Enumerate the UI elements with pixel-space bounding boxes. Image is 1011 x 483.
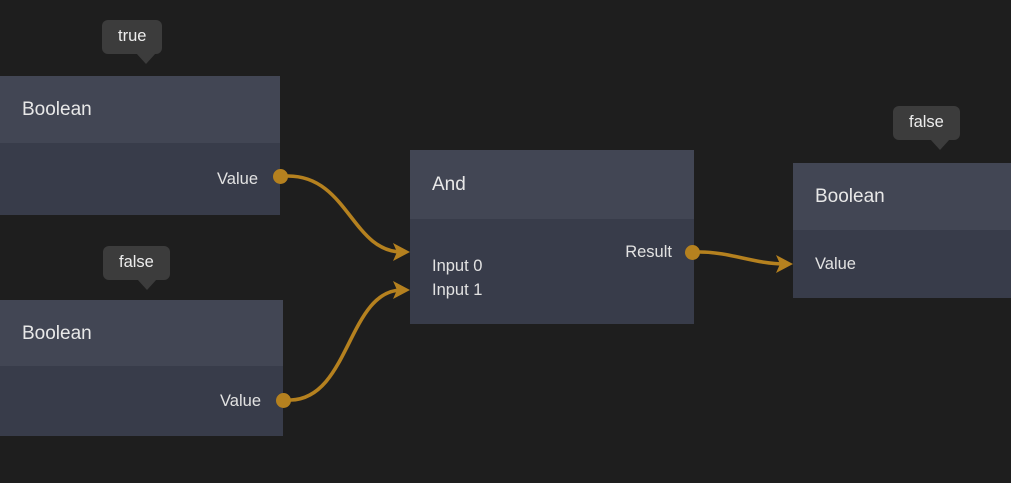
tooltip-tail — [930, 139, 950, 150]
tooltip-false-right: false — [893, 106, 960, 150]
port-row-input[interactable]: Input 1 — [410, 271, 694, 309]
edge-edge-result-to-value[interactable] — [698, 250, 787, 266]
edge-arrowhead — [776, 255, 793, 273]
port-row-input[interactable]: Input 0 — [410, 247, 694, 285]
port-dot-output[interactable] — [275, 392, 291, 408]
node-body: Input 0 Input 1 Result — [410, 219, 694, 324]
edge-arrowhead — [393, 281, 410, 299]
tooltip-tail — [136, 53, 156, 64]
node-header[interactable]: Boolean — [0, 76, 280, 143]
tooltip-text: false — [119, 253, 154, 271]
node-body: Value — [793, 230, 1011, 298]
tooltip-tail — [137, 279, 157, 290]
port-row-input[interactable]: Value — [793, 230, 1011, 298]
node-body: Value — [0, 143, 280, 215]
node-body: Value — [0, 366, 283, 436]
node-title: Boolean — [22, 322, 92, 344]
node-title: And — [432, 174, 466, 195]
port-label: Value — [217, 169, 258, 188]
tooltip-true: true — [102, 20, 163, 64]
edge-edge-false-to-input1[interactable] — [289, 288, 404, 402]
node-title: Boolean — [815, 186, 885, 207]
port-dot-output[interactable] — [272, 168, 288, 184]
port-label: Value — [815, 254, 856, 273]
tooltip-text: true — [118, 27, 147, 45]
edge-edge-true-to-input0[interactable] — [286, 174, 404, 254]
port-label: Result — [625, 242, 672, 261]
port-row-output[interactable]: Value — [0, 366, 283, 436]
port-row-output[interactable]: Value — [0, 143, 280, 215]
port-dot-output[interactable] — [684, 244, 700, 260]
port-label: Value — [220, 391, 261, 410]
node-header[interactable]: Boolean — [0, 300, 283, 366]
edge-arrowhead — [393, 243, 410, 261]
tooltip-false-lower: false — [103, 246, 170, 290]
port-row-output[interactable]: Result — [410, 233, 694, 271]
tooltip-text: false — [909, 113, 944, 131]
node-header[interactable]: And — [410, 150, 694, 219]
node-title: Boolean — [22, 99, 92, 120]
port-label: Input 1 — [432, 280, 483, 299]
node-header[interactable]: Boolean — [793, 163, 1011, 230]
port-label: Input 0 — [432, 256, 483, 275]
